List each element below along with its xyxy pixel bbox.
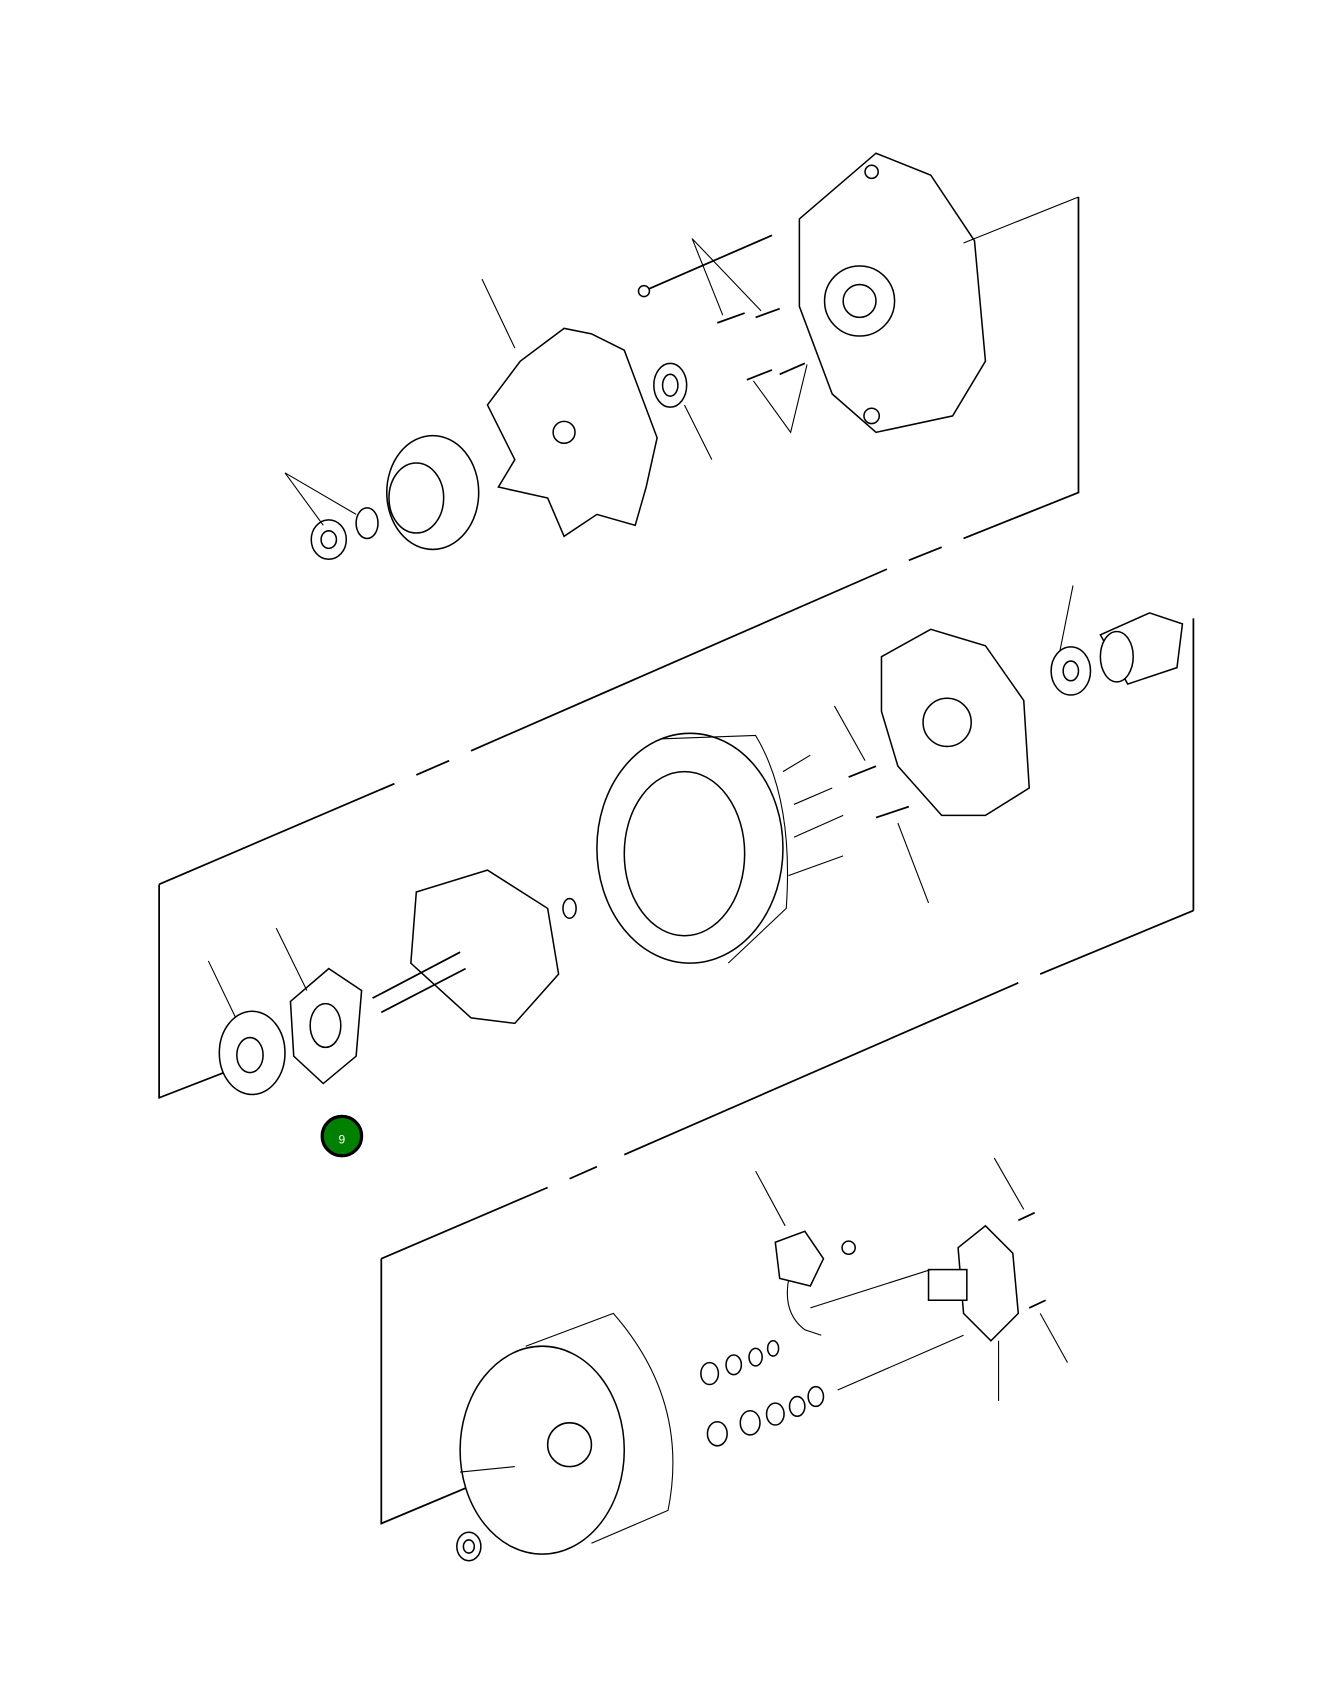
nut-and-lock-washer — [284, 472, 379, 561]
rear-nut — [456, 1531, 482, 1562]
rear-housing — [459, 1312, 674, 1555]
rotor — [372, 869, 577, 1025]
rectifier-bridge — [880, 628, 1031, 817]
pulley — [386, 434, 480, 551]
stator — [596, 732, 844, 964]
screws-front — [637, 234, 808, 434]
regulator-screws — [993, 1157, 1069, 1363]
front-bearing — [207, 960, 286, 1096]
frame-rear-housing-group — [380, 1258, 505, 1525]
fan — [481, 278, 658, 538]
bearing-sleeve — [1099, 612, 1184, 685]
frame-rotor-stator-group — [158, 618, 1195, 1260]
voltage-regulator — [810, 1224, 1020, 1401]
frame-front-housing-group — [158, 197, 1080, 886]
bearing-retainer — [275, 927, 363, 1085]
capacitor — [755, 1170, 856, 1336]
spacer-washer — [653, 362, 713, 460]
front-housing — [798, 152, 1079, 434]
rear-bearing — [1050, 585, 1092, 696]
callout-9[interactable]: 9 — [320, 1114, 364, 1158]
callout-circle[interactable] — [320, 1114, 364, 1158]
terminal-washers — [700, 1339, 825, 1447]
stator-screws — [833, 705, 930, 904]
callout-label[interactable]: 9 — [339, 1133, 346, 1147]
